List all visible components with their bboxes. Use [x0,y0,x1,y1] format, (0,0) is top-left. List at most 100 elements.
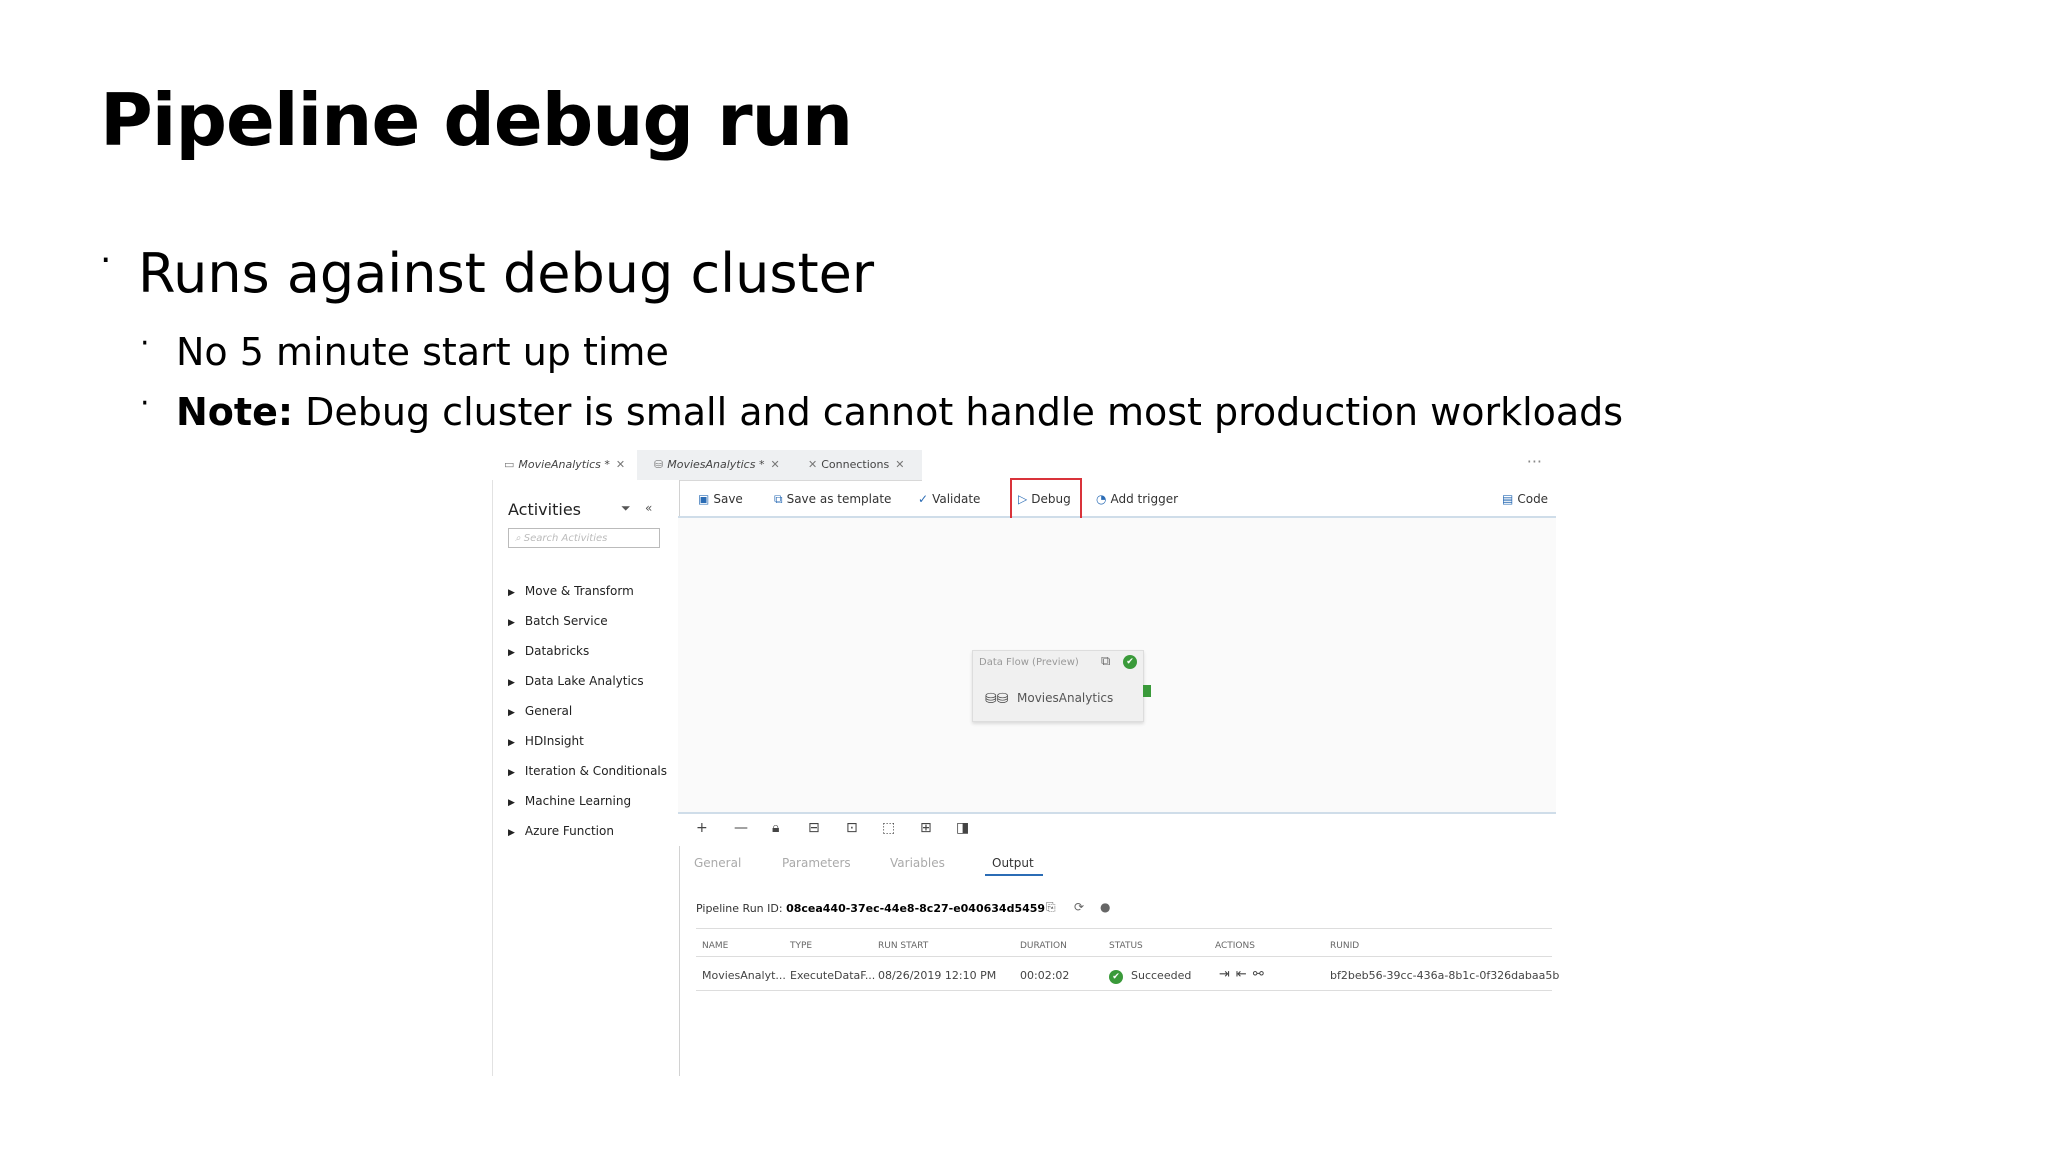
search-activities-input[interactable]: ⌕ Search Activities [508,528,660,548]
category-label: Iteration & Conditionals [524,764,668,778]
select-icon[interactable]: ⬚ [882,820,896,836]
run-id-label: Pipeline Run ID: [696,902,787,915]
category-label: Azure Function [524,824,614,838]
input-icon[interactable]: ⇥ [1219,967,1236,982]
bullet-text: Runs against debug cluster [138,242,875,305]
search-placeholder: Search Activities [523,533,608,544]
tab-variables[interactable]: Variables [890,856,945,870]
close-icon[interactable]: ✕ [895,458,905,471]
activity-category[interactable]: ▶HDInsight [508,734,584,748]
cell-status: ✔Succeeded [1109,969,1191,984]
pipeline-canvas[interactable]: Data Flow (Preview) ⧉ ✔ ⛁⛁ MoviesAnalyti… [678,518,1556,812]
add-trigger-button[interactable]: ◔Add trigger [1096,492,1178,506]
validate-button[interactable]: ✓Validate [918,492,980,506]
auto-align-icon[interactable]: ⊞ [920,820,932,836]
activity-category[interactable]: ▶Azure Function [508,824,614,838]
details-glasses-icon[interactable]: ⚯ [1252,967,1270,982]
pipeline-run-id: Pipeline Run ID: 08cea440-37ec-44e8-8c27… [696,902,1045,915]
activity-category[interactable]: ▶ Batch Service [508,614,608,628]
zoom-out-icon[interactable]: — [734,820,748,836]
category-label: Move & Transform [524,584,634,598]
expand-icon: ▶ [508,768,515,778]
info-icon[interactable]: ● [1100,900,1111,914]
success-check-icon: ✔ [1109,970,1123,984]
debug-label: Debug [1031,492,1071,506]
tab-connections[interactable]: ✕Connections✕ [808,450,904,480]
table-divider [696,928,1552,929]
cell-type: ExecuteDataF... [790,969,876,982]
layout-icon[interactable]: ◨ [956,820,970,836]
expand-icon: ▶ [508,708,515,718]
tab-moviesanalytics[interactable]: ⛁MoviesAnalytics * ✕ [654,450,780,480]
output-icon[interactable]: ⇤ [1235,967,1253,982]
save-as-template-button[interactable]: ⧉Save as template [774,492,891,507]
cell-name[interactable]: MoviesAnalyt... [702,969,786,982]
tab-general[interactable]: General [694,856,742,870]
active-tab-underline [985,874,1043,876]
tab-output[interactable]: Output [992,856,1034,870]
note-text: Debug cluster is small and cannot handle… [293,390,1624,434]
table-divider [696,956,1552,957]
connections-icon: ✕ [808,458,818,471]
category-label: Databricks [524,644,590,658]
code-icon: ▤ [1502,492,1514,506]
close-icon[interactable]: ✕ [615,458,626,471]
bullet-dot: · [100,240,112,281]
debug-button[interactable]: ▷Debug [1018,492,1071,506]
zoom-in-icon[interactable]: + [696,820,708,836]
more-options-icon[interactable]: ··· [1526,452,1542,471]
tab-label: Connections [821,458,890,471]
fit-to-window-icon[interactable]: ⊡ [846,820,858,836]
lock-icon[interactable]: 🔒︎ [772,820,780,836]
cell-duration: 00:02:02 [1020,969,1070,982]
node-name: MoviesAnalytics [1017,691,1114,705]
expand-icon: ▶ [508,588,515,598]
category-label: HDInsight [524,734,584,748]
activity-category[interactable]: ▶ Machine Learning [508,794,631,808]
cell-runid: bf2beb56-39cc-436a-8b1c-0f326dabaa5b [1330,969,1560,982]
editor-tab-bar: ▭MovieAnalytics *✕ ⛁MoviesAnalytics * ✕ ✕… [492,450,922,481]
add-trigger-label: Add trigger [1110,492,1179,506]
dataflow-activity-node[interactable]: Data Flow (Preview) ⧉ ✔ ⛁⛁ MoviesAnalyti… [972,650,1151,722]
slide-title: Pipeline debug run [100,78,853,162]
col-run-start: RUN START [878,941,929,951]
activity-category[interactable]: ▶ Databricks [508,644,589,658]
activities-pane: Activities ⏷ « ⌕ Search Activities ▶Move… [492,480,680,1076]
pipeline-toolbar: ▣Save ⧉Save as template ✓Validate ▷Debug… [678,480,1556,518]
tab-label: MoviesAnalytics * [667,458,765,471]
table-divider [696,990,1552,991]
tab-parameters[interactable]: Parameters [782,856,851,870]
activity-category[interactable]: ▶Data Lake Analytics [508,674,644,688]
expand-icon: ▶ [508,648,515,658]
open-external-icon[interactable]: ⧉ [1101,654,1111,669]
collapse-all-icon[interactable]: ⏷ [621,501,631,515]
save-button[interactable]: ▣Save [698,492,743,506]
pipeline-icon: ▭ [504,458,515,471]
sub-bullet-text: Note: Debug cluster is small and cannot … [176,390,1623,434]
zoom-100-icon[interactable]: ⊟ [808,820,820,836]
adf-screenshot: ▭MovieAnalytics *✕ ⛁MoviesAnalytics * ✕ ✕… [492,450,1560,1076]
refresh-icon[interactable]: ⟳ [1074,900,1085,914]
tab-movieanalytics[interactable]: ▭MovieAnalytics *✕ [492,450,637,480]
save-label: Save [713,492,743,506]
output-tabs: General Parameters Variables Output [678,846,1556,876]
copy-icon[interactable]: ⎘ [1046,900,1056,914]
hide-pane-icon[interactable]: « [645,501,653,515]
activity-category[interactable]: ▶General [508,704,572,718]
activity-category[interactable]: ▶ Iteration & Conditionals [508,764,667,778]
expand-icon: ▶ [508,798,515,808]
category-label: Machine Learning [524,794,632,808]
play-icon: ▷ [1018,492,1028,506]
validate-label: Validate [932,492,981,506]
activity-category[interactable]: ▶ Move & Transform [508,584,634,598]
category-label: Batch Service [524,614,608,628]
col-name: NAME [702,941,729,951]
bullet-dot: · [140,386,150,421]
code-button[interactable]: ▤Code [1502,492,1548,506]
expand-icon: ▶ [508,618,515,628]
dataflow-icon: ⛁ [654,458,664,471]
close-icon[interactable]: ✕ [770,458,780,471]
success-output-port[interactable] [1143,685,1151,697]
cell-run-start: 08/26/2019 12:10 PM [878,969,997,982]
debug-highlight-box [1010,478,1082,522]
